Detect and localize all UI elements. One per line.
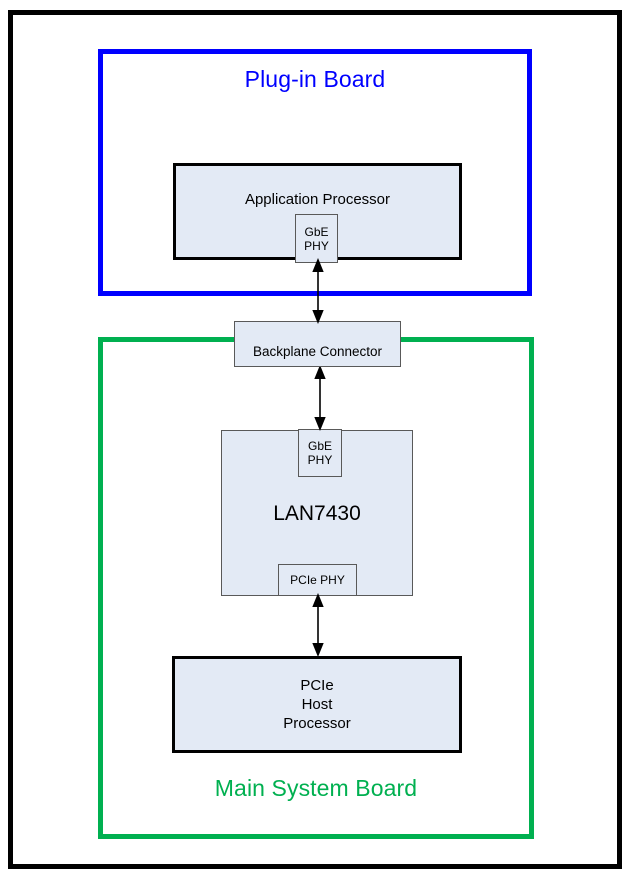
backplane-connector-label: Backplane Connector	[252, 344, 383, 359]
main-system-board-title: Main System Board	[214, 775, 418, 801]
application-processor-gbe-phy-block: GbE PHY	[295, 214, 338, 263]
pcie-host-processor-block: PCIe Host Processor	[172, 656, 462, 753]
lan7430-pcie-phy-label: PCIe PHY	[290, 573, 345, 587]
connector-app-gbe-phy-to-backplane	[300, 258, 336, 324]
application-processor-gbe-phy-label: GbE PHY	[304, 224, 329, 253]
lan7430-gbe-phy-label: GbE PHY	[307, 439, 333, 467]
diagram-outer-frame	[8, 10, 622, 869]
application-processor-label: Application Processor	[244, 191, 391, 208]
plugin-board-container: Plug-in Board	[98, 49, 532, 296]
lan7430-gbe-phy-block: GbE PHY	[298, 429, 342, 477]
plugin-board-title: Plug-in Board	[244, 66, 386, 92]
application-processor-block: Application Processor	[173, 163, 462, 260]
pcie-host-processor-label: PCIe Host Processor	[283, 677, 351, 732]
backplane-connector-block: Backplane Connector	[234, 321, 401, 367]
connector-pcie-phy-to-pcie-host	[300, 593, 336, 657]
lan7430-pcie-phy-block: PCIe PHY	[278, 564, 357, 596]
connector-backplane-to-lan-gbe-phy	[302, 365, 338, 431]
lan7430-label: LAN7430	[273, 501, 361, 525]
